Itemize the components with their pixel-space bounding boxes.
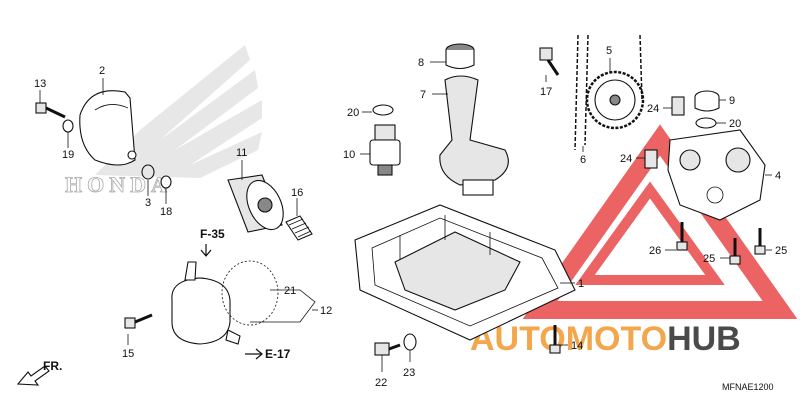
part-oil-cooler — [171, 261, 241, 345]
part-o-ring-20b — [695, 117, 717, 129]
part-collar-9 — [694, 90, 720, 112]
callout-24b: 24 — [620, 153, 632, 165]
part-cover — [79, 90, 137, 166]
ref-f35-label: F-35 — [200, 227, 225, 241]
part-collar-3 — [141, 164, 155, 180]
callout-24a: 24 — [647, 103, 659, 115]
part-filler-tube — [439, 75, 509, 196]
front-arrow-icon — [16, 365, 50, 386]
part-bolt-26 — [676, 222, 688, 251]
part-chain — [574, 34, 643, 151]
ref-e17: E-17 — [245, 347, 291, 361]
part-bolt-25b — [754, 228, 766, 255]
part-oil-pressure-switch — [369, 124, 401, 176]
part-bolt-22 — [374, 342, 401, 356]
callout-20b: 20 — [729, 118, 741, 130]
callout-10: 10 — [343, 149, 355, 161]
callout-15: 15 — [122, 348, 134, 360]
front-label: FR. — [43, 359, 62, 373]
part-bolt-17 — [539, 47, 560, 76]
part-bolt-14 — [549, 325, 561, 354]
part-dowel-24b — [644, 149, 658, 169]
part-bolt-13 — [35, 102, 66, 119]
part-dowel-24a — [671, 96, 685, 116]
part-spring — [285, 215, 313, 241]
callout-25b: 25 — [775, 245, 787, 257]
callout-14: 14 — [571, 340, 583, 352]
callout-5: 5 — [606, 45, 612, 57]
part-bolt-25a — [729, 238, 741, 265]
callout-4: 4 — [775, 170, 781, 182]
part-oil-pan — [354, 204, 576, 341]
honda-wordmark-watermark: HONDA — [65, 172, 172, 197]
part-washer-23 — [403, 333, 417, 351]
callout-9: 9 — [729, 95, 735, 107]
part-filler-cap — [445, 43, 475, 70]
callout-3: 3 — [145, 197, 151, 209]
callout-25a: 25 — [703, 253, 715, 265]
diagram-code: MFNAE1200 — [722, 382, 774, 392]
part-washer-19 — [62, 119, 74, 133]
callout-17: 17 — [540, 86, 552, 98]
callout-labels: 1 2 3 4 5 6 7 8 9 10 11 12 13 14 15 16 1… — [34, 45, 787, 389]
part-oil-filter — [227, 174, 284, 233]
callout-20a: 20 — [347, 107, 359, 119]
front-direction: FR. — [16, 359, 62, 386]
callout-13: 13 — [34, 78, 46, 90]
ref-f35: F-35 — [200, 227, 225, 257]
callout-11: 11 — [236, 147, 247, 159]
automotohub-watermark-part2: HUB — [667, 320, 741, 358]
part-bolt-15 — [124, 313, 153, 329]
callout-7: 7 — [420, 89, 426, 101]
callout-12: 12 — [320, 305, 332, 317]
part-o-ring-21 — [221, 260, 279, 326]
callout-26: 26 — [649, 245, 661, 257]
part-sprocket — [585, 70, 645, 130]
ref-e17-label: E-17 — [265, 347, 291, 361]
callout-22: 22 — [375, 377, 387, 389]
part-o-ring-20a — [372, 104, 394, 116]
callout-2: 2 — [99, 65, 105, 77]
callout-8: 8 — [418, 57, 424, 69]
callout-19: 19 — [62, 149, 74, 161]
callout-18: 18 — [160, 206, 172, 218]
callout-21: 21 — [284, 285, 296, 297]
leader-lines — [39, 58, 772, 372]
part-oil-pump — [667, 129, 766, 221]
part-washer-18 — [160, 175, 172, 189]
automotohub-watermark-part1: AUTOMOTO — [470, 320, 667, 358]
callout-23: 23 — [403, 367, 415, 379]
honda-wing-watermark — [95, 45, 262, 178]
callout-16: 16 — [291, 187, 303, 199]
callout-6: 6 — [580, 154, 586, 166]
callout-1: 1 — [578, 278, 584, 290]
automotohub-watermark: AUTOMOTOHUB — [470, 320, 741, 358]
